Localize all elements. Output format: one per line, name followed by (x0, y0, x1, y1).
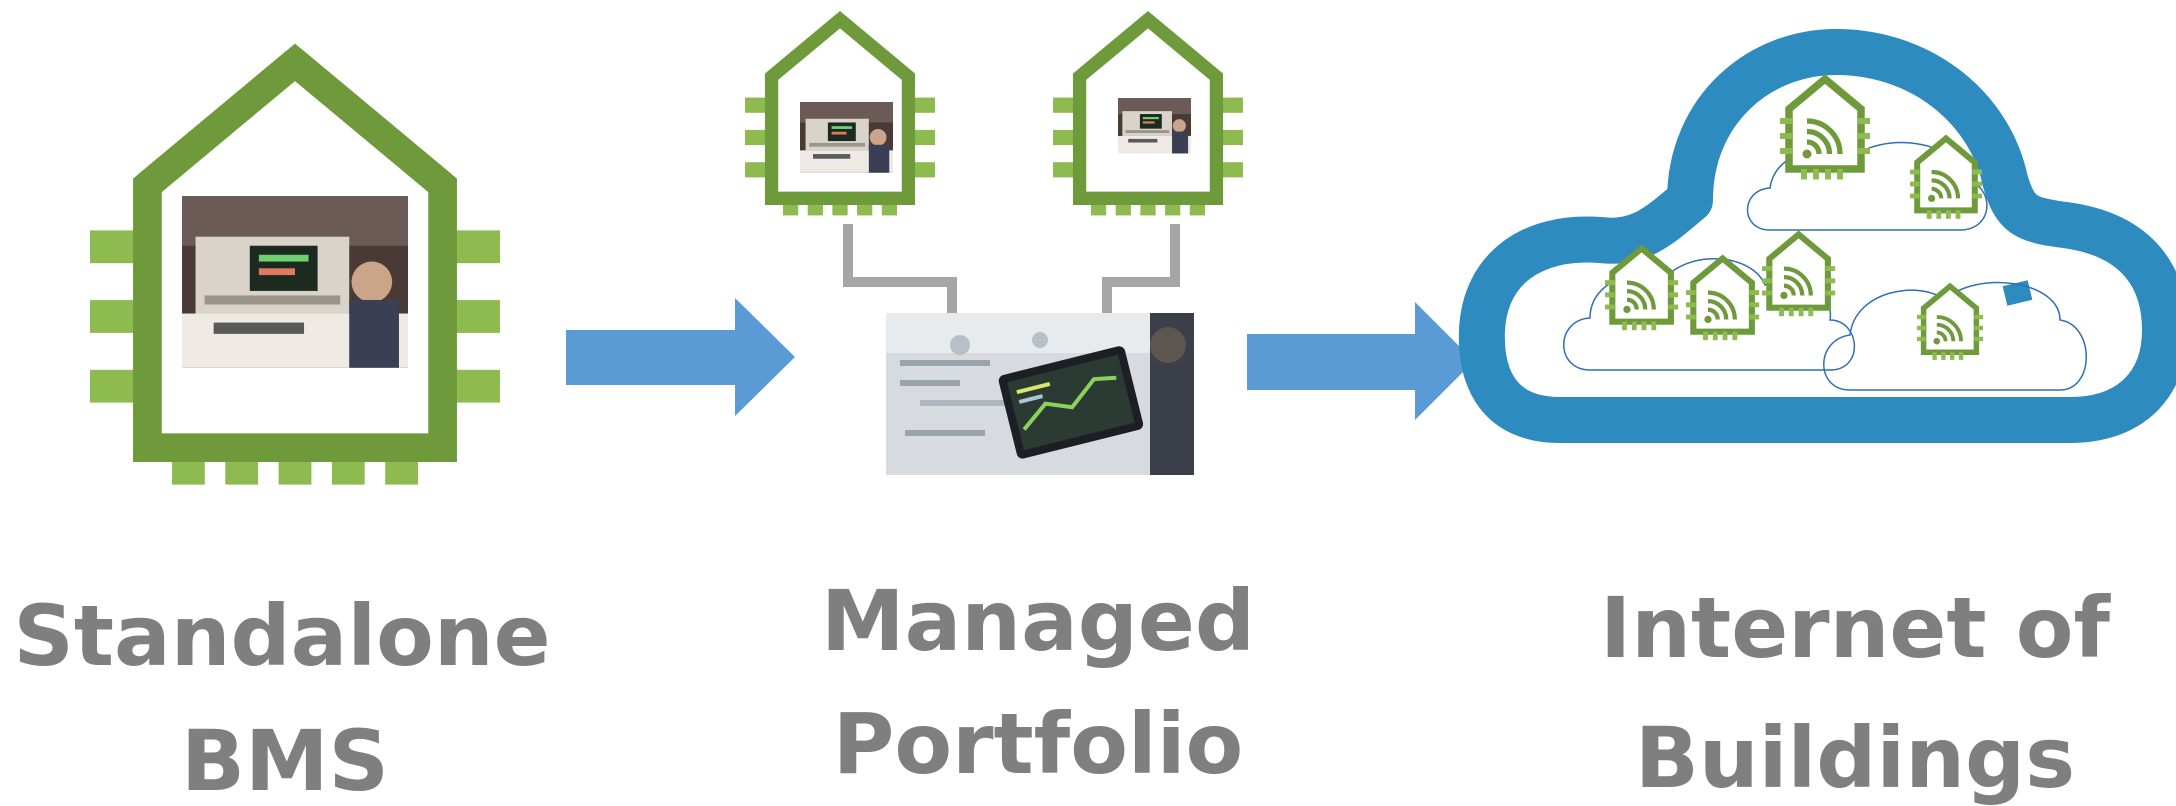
connector-left (843, 224, 957, 316)
control-room-photo (182, 196, 408, 368)
stage-label-managed-line1: Managed (821, 572, 1255, 670)
control-room-photo-small-right (1118, 98, 1191, 154)
stage-label-iob-line2: Buildings (1635, 709, 2075, 806)
arrow-right-icon (566, 298, 795, 416)
connector-right (1102, 224, 1180, 316)
arrow-right-icon (1247, 302, 1474, 420)
tablet-photo (886, 313, 1194, 475)
stage-label-standalone-line2: BMS (181, 712, 389, 806)
stage-label-iob-line1: Internet of (1600, 579, 2111, 677)
control-room-photo-small-left (800, 102, 893, 173)
stage-label-managed-line2: Portfolio (833, 695, 1243, 793)
stage-label-standalone-line1: Standalone (13, 587, 550, 685)
